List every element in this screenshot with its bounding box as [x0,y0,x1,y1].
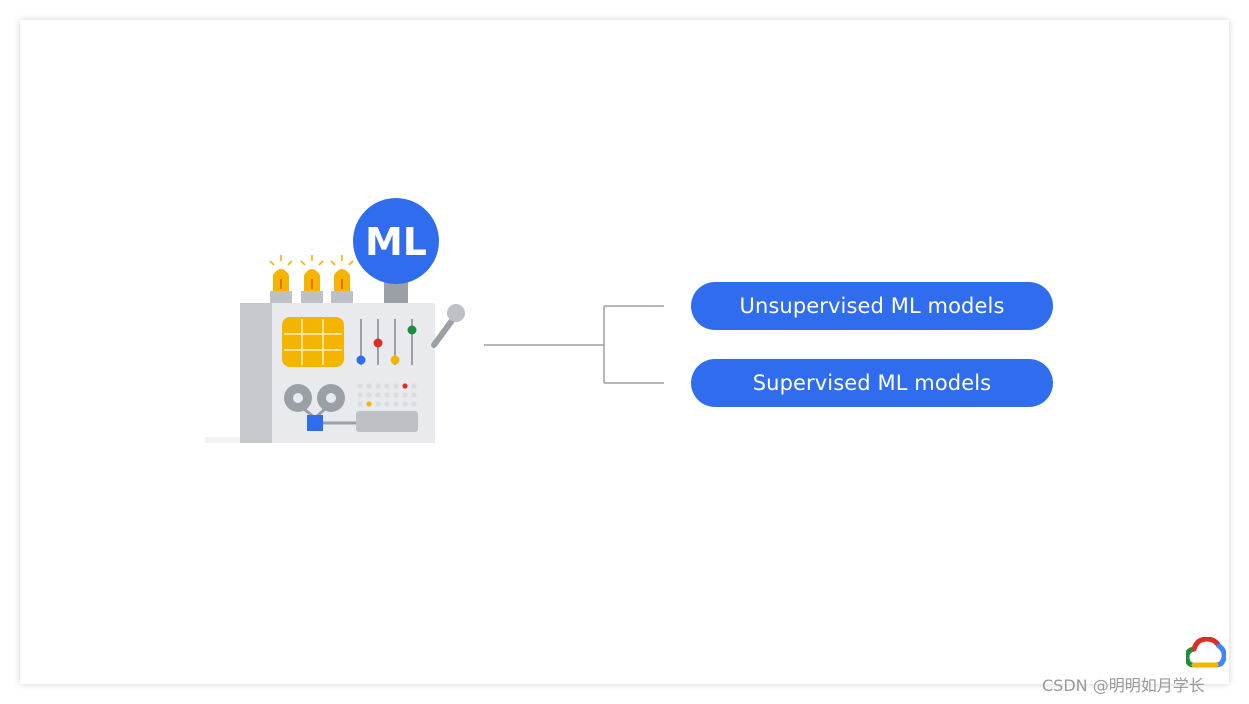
lever [431,304,465,348]
sliders [356,319,417,365]
display-bar [356,411,418,432]
machine-side [240,303,272,443]
slide-canvas [20,20,1229,684]
branch-connector [484,305,664,384]
unsupervised-models-pill: Unsupervised ML models [691,282,1053,330]
bulbs [269,255,354,303]
ml-machine-illustration: ML [205,198,465,443]
watermark-text: CSDN @明明如月学长 [1042,676,1205,695]
ml-badge-label: ML [365,220,427,264]
ml-badge: ML [353,198,439,303]
supervised-models-pill: Supervised ML models [691,359,1053,407]
dot-matrix [357,383,417,407]
chip-grid [282,317,344,367]
tape-reels [284,384,358,431]
google-cloud-logo-icon [1186,637,1226,668]
